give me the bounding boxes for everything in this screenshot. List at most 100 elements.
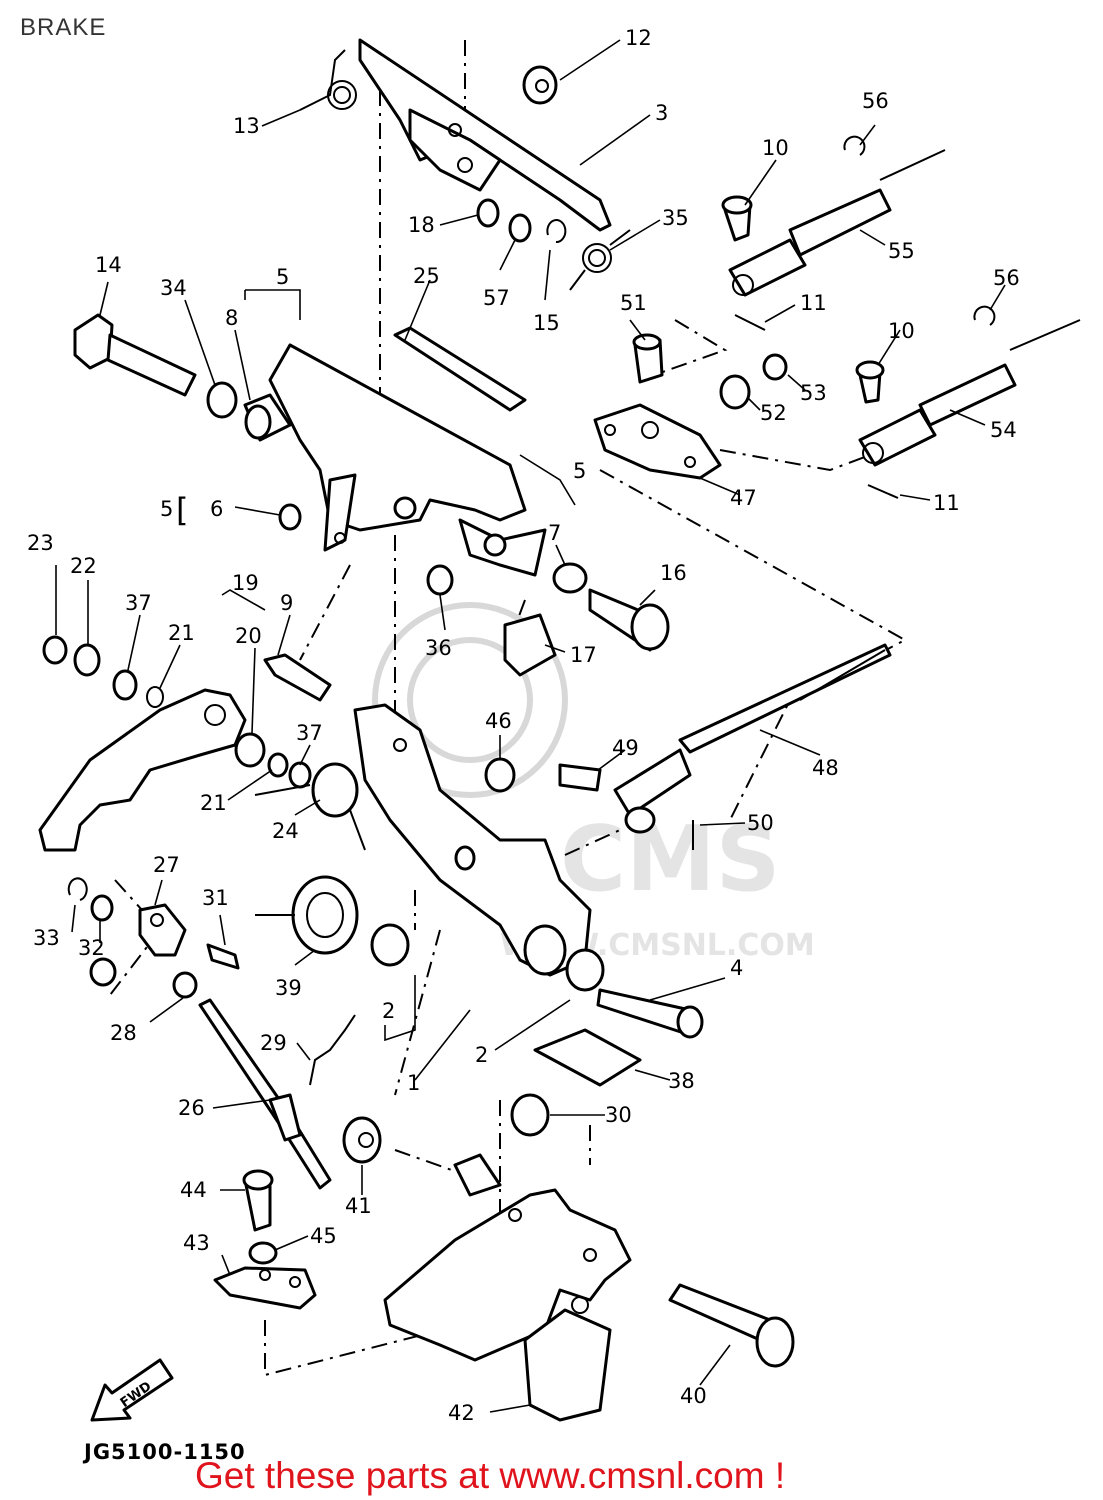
part-pin-51[interactable] [632,333,664,384]
callout-7: 7 [548,521,561,545]
part-shaft-4[interactable] [596,988,704,1039]
part-bushing-52[interactable] [719,374,751,410]
callout-5a: 5 [276,265,289,289]
part-spring-35[interactable] [569,229,631,291]
part-circlip-56b[interactable] [973,305,996,326]
part-cable-55[interactable] [728,149,946,297]
callout-16: 16 [660,561,687,585]
part-pad-25[interactable] [393,326,527,412]
callout-5b: 5 [573,459,586,483]
part-bolt-40[interactable] [668,1283,795,1368]
callout-19: 19 [232,571,259,595]
part-washer-32[interactable] [90,894,114,922]
part-plate-43[interactable] [213,1266,317,1310]
callout-23: 23 [27,531,54,555]
part-washer-37a[interactable] [112,669,138,701]
part-cable-54[interactable] [858,319,1081,467]
part-bracket-42[interactable] [383,1153,632,1422]
part-nut-53[interactable] [762,353,788,381]
callout-15: 15 [533,311,560,335]
part-bolt-9[interactable] [263,653,332,702]
fwd-arrow-icon: FWD [90,1358,174,1422]
callout-56b: 56 [993,266,1020,290]
callout-20: 20 [235,624,262,648]
callout-54: 54 [990,418,1017,442]
part-collar-2a[interactable] [370,923,410,967]
part-circlip-33[interactable] [67,877,88,901]
part-nut-28b[interactable] [172,971,198,999]
part-bolt-14[interactable] [73,313,197,397]
part-collar-6[interactable] [278,503,302,531]
part-pin-10a[interactable] [721,195,753,242]
part-spring-24[interactable] [254,762,366,851]
callout-8: 8 [225,306,238,330]
part-washer-37b[interactable] [288,761,312,789]
part-bolt-44[interactable] [242,1169,274,1232]
part-nut-12[interactable] [522,65,558,105]
part-rod-48[interactable] [678,643,892,754]
callout-37a: 37 [125,591,152,615]
part-bolt-16[interactable] [588,588,670,652]
part-nut-23[interactable] [42,635,68,665]
callout-39: 39 [275,976,302,1000]
callout-labels: 12 3 13 18 57 15 35 25 14 34 8 5 5 5 [ 6… [27,26,1020,1425]
part-rod-26[interactable] [198,998,332,1190]
part-spring-29[interactable] [309,1014,356,1086]
callout-9: 9 [280,591,293,615]
part-equalizer-47[interactable] [593,403,722,480]
part-washer-36[interactable] [426,564,454,596]
part-brake-lever-1[interactable] [353,703,592,977]
callout-50: 50 [747,811,774,835]
part-bolt-31[interactable] [206,943,240,970]
part-washer-21b[interactable] [267,752,289,778]
part-spring-39[interactable] [255,875,359,955]
diagram-code: JG5100-1150 [84,1440,246,1464]
part-washer-45[interactable] [248,1241,278,1265]
part-brake-pedal-pad[interactable] [358,38,612,232]
svg-text:[: [ [176,491,188,529]
callout-14: 14 [95,253,122,277]
callout-55: 55 [888,239,915,263]
part-spring-13[interactable] [299,49,357,111]
callout-37b: 37 [296,721,323,745]
callout-5c: 5 [160,497,173,521]
part-collar-7[interactable] [552,562,588,594]
part-washer-22[interactable] [73,643,101,677]
part-nut-28a[interactable] [89,957,117,987]
part-circlip-56a[interactable] [843,135,866,156]
part-collar-8[interactable] [243,393,292,442]
part-collar-41[interactable] [342,1116,382,1164]
part-collar-30[interactable] [510,1093,550,1137]
callout-42: 42 [448,1401,475,1425]
callout-17: 17 [570,643,597,667]
callout-26: 26 [178,1096,205,1120]
callout-30: 30 [605,1103,632,1127]
callout-49: 49 [612,736,639,760]
part-clevis-49-50[interactable] [558,748,694,850]
part-circlip-21a[interactable] [146,686,164,708]
part-collar-20[interactable] [234,732,266,768]
part-pedal-arm-5[interactable] [268,343,547,577]
callout-57: 57 [483,286,510,310]
callout-33: 33 [33,926,60,950]
part-collar-2b[interactable] [565,948,605,992]
part-cotter-11b[interactable] [867,484,899,499]
part-parking-lever-19[interactable] [38,688,247,852]
promo-link[interactable]: Get these parts at www.cmsnl.com ! [195,1455,786,1496]
part-cotter-11a[interactable] [734,314,766,331]
callout-2b: 2 [475,1043,488,1067]
watermark-logo: CMS [560,807,780,912]
part-collar-46[interactable] [484,757,516,793]
callout-21a: 21 [168,621,195,645]
part-pawl-27[interactable] [138,903,187,957]
part-washer-34[interactable] [206,381,238,419]
part-washer-18[interactable] [476,198,500,228]
part-pad-38[interactable] [533,1028,642,1087]
part-circlip-15[interactable] [546,219,567,244]
part-pin-10b[interactable] [855,360,885,404]
callout-13: 13 [233,114,260,138]
part-washer-57[interactable] [508,213,532,243]
callout-40: 40 [680,1384,707,1408]
part-clip-17[interactable] [503,613,557,677]
